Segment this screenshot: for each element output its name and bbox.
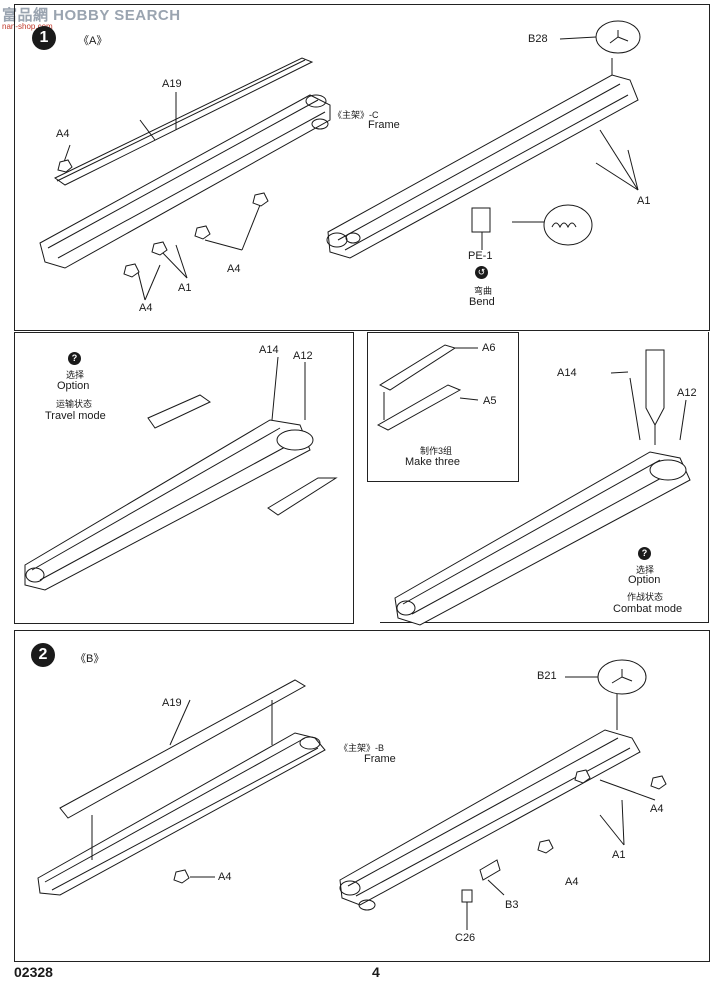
label-frame-c: Frame <box>368 119 400 131</box>
label-a4-b-left: A4 <box>218 871 232 883</box>
label-make-three: Make three <box>405 456 461 468</box>
label-a1-left: A1 <box>178 282 192 294</box>
panel-step2 <box>14 630 710 962</box>
panel-step1-top <box>14 4 710 331</box>
label-bend-cn: 弯曲 <box>474 286 493 296</box>
label-option-left: Option <box>57 380 90 392</box>
label-a4-bottom-left: A4 <box>139 302 153 314</box>
page-number: 4 <box>372 964 380 980</box>
step-2-badge: 2 <box>31 643 55 667</box>
label-frame-b: Frame <box>364 753 396 765</box>
label-frame-b-cn: 《主架》-B <box>339 743 385 753</box>
frame-c <box>39 94 331 269</box>
label-c26: C26 <box>455 932 476 944</box>
label-a4-top-left: A4 <box>56 128 70 140</box>
step-1-title: 《A》 <box>78 35 108 47</box>
step-2-title: 《B》 <box>75 653 105 665</box>
option-right-icon: ? <box>638 547 651 560</box>
label-b21: B21 <box>537 670 557 682</box>
frame-b <box>37 732 326 896</box>
label-pe1: PE-1 <box>468 250 493 262</box>
label-option-right: Option <box>628 574 661 586</box>
label-option-right-cn: 选择 <box>636 565 655 575</box>
label-make-three-cn: 制作3组 <box>420 446 453 456</box>
label-option-left-cn: 选择 <box>66 370 85 380</box>
option-left-icon: ? <box>68 352 81 365</box>
panel-make-three <box>367 332 519 482</box>
label-a14-left: A14 <box>259 344 279 356</box>
label-a19-b: A19 <box>162 697 182 709</box>
label-a19-top: A19 <box>162 78 182 90</box>
spade-a5-travel <box>267 477 338 516</box>
label-a1-right: A1 <box>637 195 651 207</box>
part-a6 <box>378 344 457 391</box>
label-a14-right: A14 <box>557 367 577 379</box>
label-frame-c-cn: 《主架》-C <box>333 110 379 120</box>
label-travel: Travel mode <box>45 410 106 422</box>
product-code: 02328 <box>14 964 53 980</box>
label-b28: B28 <box>528 33 548 45</box>
part-a5 <box>376 384 462 431</box>
rail-a19-top <box>54 57 314 186</box>
label-a12-left: A12 <box>293 350 313 362</box>
label-a4-b-bottom: A4 <box>565 876 579 888</box>
spade-vertical <box>645 349 665 427</box>
label-travel-cn: 运输状态 <box>56 399 93 409</box>
label-a4-mid: A4 <box>227 263 241 275</box>
frame-combat <box>394 451 691 626</box>
bend-icon: ↺ <box>475 266 488 279</box>
step-1-badge: 1 <box>32 26 56 50</box>
frame-travel <box>24 419 314 591</box>
label-combat: Combat mode <box>613 603 683 615</box>
label-a5: A5 <box>483 395 497 407</box>
part-b3 <box>479 859 501 881</box>
watermark-logo: 富品網 HOBBY SEARCH <box>2 7 181 24</box>
label-a4-b-right: A4 <box>650 803 664 815</box>
spade-a6-travel <box>147 394 211 429</box>
label-a12-right: A12 <box>677 387 697 399</box>
watermark-url: nan-shop.com <box>2 22 53 31</box>
label-a6: A6 <box>482 342 496 354</box>
rail-a19-bottom <box>59 679 306 819</box>
part-pe1 <box>471 207 491 233</box>
label-combat-cn: 作战状态 <box>627 592 664 602</box>
part-c26 <box>461 889 473 903</box>
label-bend: Bend <box>469 296 495 308</box>
spring-detail <box>543 204 593 246</box>
panel-combat-mode <box>380 332 709 623</box>
label-a1-b: A1 <box>612 849 626 861</box>
panel-travel-mode <box>14 332 354 624</box>
label-b3: B3 <box>505 899 519 911</box>
